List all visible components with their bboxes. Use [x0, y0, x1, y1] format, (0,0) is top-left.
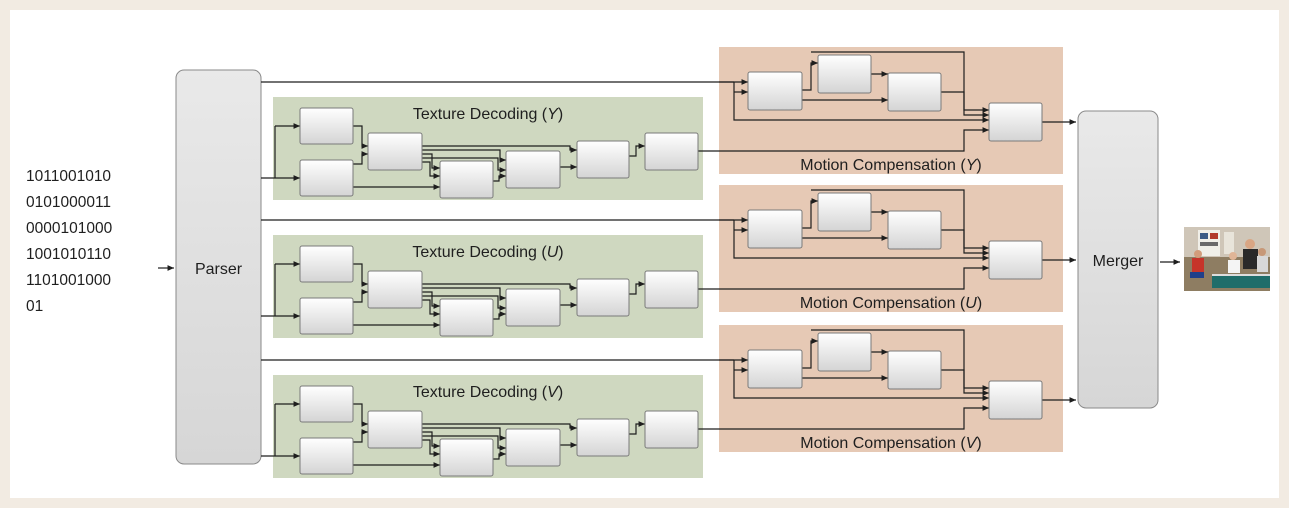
processing-block: [817, 332, 872, 372]
bitstream-line: 01: [26, 298, 43, 315]
merger-label: Merger: [1093, 253, 1144, 270]
bitstream-line: 0000101000: [26, 220, 113, 237]
texture-decoding-title: Texture Decoding (U): [412, 244, 563, 261]
processing-block: [505, 428, 561, 467]
processing-block: [644, 132, 699, 171]
processing-block: [988, 102, 1043, 142]
processing-block: [747, 71, 803, 111]
processing-block: [299, 107, 354, 145]
bitstream-line: 1101001000: [26, 272, 111, 289]
processing-blocks: [299, 54, 1043, 199]
processing-block: [988, 380, 1043, 420]
texture-decoding-title: Texture Decoding (Y): [413, 106, 563, 123]
processing-block: [817, 54, 872, 94]
bitstream: 1011001010 0101000011 0000101000 1001010…: [26, 168, 113, 315]
processing-block: [299, 437, 354, 475]
motion-compensation-title: Motion Compensation (U): [800, 295, 982, 312]
processing-block: [576, 278, 630, 317]
processing-block: [747, 209, 803, 249]
channel-y: Texture Decoding (Y) Motion Compensation…: [261, 47, 1076, 200]
processing-blocks: [299, 192, 1043, 337]
processing-block: [299, 159, 354, 197]
texture-decoding-title: Texture Decoding (V): [413, 384, 563, 401]
wiring: [261, 51, 1076, 190]
bitstream-line: 1001010110: [26, 246, 111, 263]
processing-block: [367, 132, 423, 171]
channel-v: Texture Decoding (V) Motion Compensation…: [261, 325, 1076, 478]
parser-block: Parser: [175, 69, 262, 465]
processing-block: [887, 350, 942, 390]
wiring: [261, 329, 1076, 468]
processing-block: [439, 438, 494, 477]
processing-block: [367, 270, 423, 309]
processing-block: [644, 410, 699, 449]
processing-block: [299, 297, 354, 335]
decoded-video-frame-icon: [1184, 227, 1270, 291]
processing-block: [887, 210, 942, 250]
parser-label: Parser: [195, 261, 243, 278]
processing-block: [505, 150, 561, 189]
processing-block: [644, 270, 699, 309]
bitstream-line: 0101000011: [26, 194, 111, 211]
motion-compensation-title: Motion Compensation (V): [800, 435, 981, 452]
processing-block: [576, 418, 630, 457]
processing-block: [367, 410, 423, 449]
channel-u: Texture Decoding (U) Motion Compensation…: [261, 185, 1076, 338]
processing-block: [887, 72, 942, 112]
processing-block: [988, 240, 1043, 280]
processing-blocks: [299, 332, 1043, 477]
merger-block: Merger: [1077, 110, 1159, 409]
processing-block: [817, 192, 872, 232]
wiring: [261, 189, 1076, 328]
processing-block: [299, 245, 354, 283]
processing-block: [299, 385, 354, 423]
processing-block: [439, 298, 494, 337]
bitstream-line: 1011001010: [26, 168, 111, 185]
processing-block: [439, 160, 494, 199]
processing-block: [505, 288, 561, 327]
motion-compensation-title: Motion Compensation (Y): [800, 157, 981, 174]
processing-block: [576, 140, 630, 179]
processing-block: [747, 349, 803, 389]
